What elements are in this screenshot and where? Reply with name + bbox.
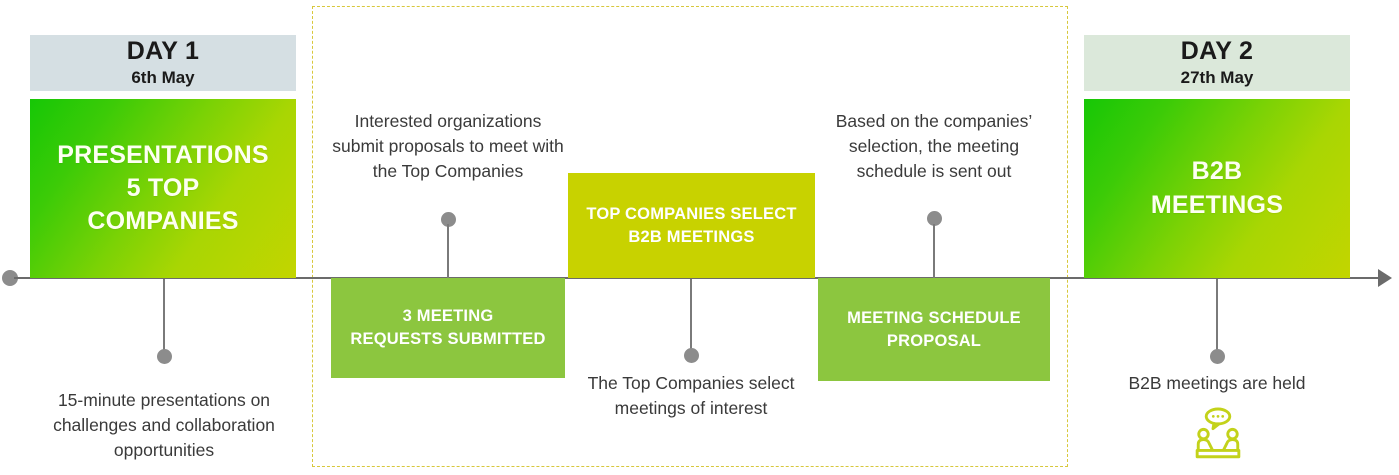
card-b2b-meetings-line2: MEETINGS xyxy=(1150,190,1284,219)
connector-line-meeting-requests xyxy=(447,224,449,279)
connector-line-meeting-schedule xyxy=(933,224,935,279)
caption-top-companies-select: The Top Companies select meetings of int… xyxy=(587,373,795,418)
box-meeting-requests-line2: REQUESTS SUBMITTED xyxy=(350,330,546,348)
day2-header: DAY 2 27th May xyxy=(1084,35,1350,91)
box-meeting-requests[interactable]: 3 MEETING REQUESTS SUBMITTED xyxy=(331,278,565,378)
card-presentations-line3: COMPANIES xyxy=(87,207,239,236)
card-b2b-meetings[interactable]: B2B MEETINGS xyxy=(1084,99,1350,278)
connector-dot-top-companies-select xyxy=(684,348,699,363)
connector-dot-day2 xyxy=(1210,349,1225,364)
day1-header: DAY 1 6th May xyxy=(30,35,296,91)
timeline-arrow-icon xyxy=(1378,269,1392,287)
day2-date: 27th May xyxy=(1180,67,1254,87)
box-meeting-schedule-line2: PROPOSAL xyxy=(886,331,982,350)
box-top-companies-select-line1: TOP COMPANIES SELECT xyxy=(586,204,797,223)
connector-line-day2 xyxy=(1216,279,1218,355)
timeline-axis xyxy=(14,277,1385,279)
card-presentations[interactable]: PRESENTATIONS 5 TOP COMPANIES xyxy=(30,99,296,278)
box-meeting-schedule[interactable]: MEETING SCHEDULE PROPOSAL xyxy=(818,278,1050,381)
day2-title: DAY 2 xyxy=(1180,36,1254,65)
meeting-people-icon xyxy=(1195,407,1241,459)
card-presentations-line1: PRESENTATIONS xyxy=(57,140,269,169)
timeline-start-dot xyxy=(2,270,18,286)
caption-meeting-schedule: Based on the companies’ selection, the m… xyxy=(835,111,1033,181)
box-top-companies-select[interactable]: TOP COMPANIES SELECT B2B MEETINGS xyxy=(568,173,815,278)
box-top-companies-select-line2: B2B MEETINGS xyxy=(628,227,755,246)
connector-line-top-companies-select xyxy=(690,279,692,355)
connector-dot-meeting-requests xyxy=(441,212,456,227)
caption-day2: B2B meetings are held xyxy=(1128,373,1306,393)
box-meeting-requests-line1: 3 MEETING xyxy=(402,307,494,326)
connector-dot-meeting-schedule xyxy=(927,211,942,226)
card-presentations-line2: 5 TOP xyxy=(126,173,200,202)
day1-title: DAY 1 xyxy=(126,36,200,65)
matchmaking-phase-region xyxy=(312,6,1068,467)
card-b2b-meetings-line1: B2B xyxy=(1191,157,1243,186)
connector-dot-day1 xyxy=(157,349,172,364)
day1-date: 6th May xyxy=(131,67,195,87)
caption-day1: 15-minute presentations on challenges an… xyxy=(53,390,275,460)
connector-line-day1 xyxy=(163,279,165,355)
caption-meeting-requests: Interested organizations submit proposal… xyxy=(332,111,564,181)
box-meeting-schedule-line1: MEETING SCHEDULE xyxy=(847,308,1021,327)
